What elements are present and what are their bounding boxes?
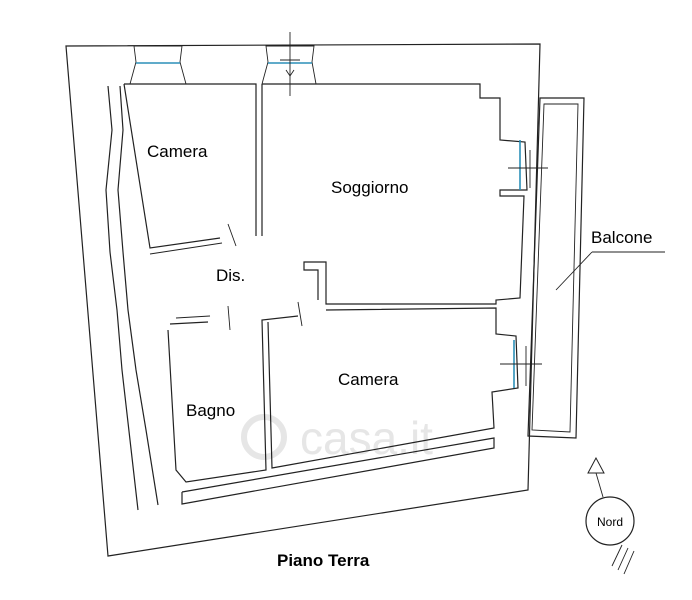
bagno-top-wall [169,321,209,325]
outer-wall [65,43,541,557]
camera-top-left-wall [123,83,221,249]
floor-title: Piano Terra [277,551,370,570]
bagno-walls [167,315,299,483]
camera-top-door [149,242,223,255]
balcone-inner [531,103,579,433]
soggiorno-walls [262,83,528,305]
balcone-outline [527,97,585,439]
bottom-corridor [181,437,495,505]
room-label-bagno: Bagno [186,401,235,420]
room-label-dis: Dis. [216,266,245,285]
room-label-camera-bottom: Camera [338,370,399,389]
bagno-door [175,315,211,319]
watermark-text: casa.it [300,412,433,464]
camera-top-walls [124,83,257,236]
balcone-label: Balcone [591,228,652,247]
watermark: casa.it [241,412,433,464]
top-right-window [261,32,317,96]
left-wall-outer-edge [117,85,159,506]
camera-bottom-walls [267,307,519,469]
camera-bottom-window [500,340,542,388]
room-label-soggiorno: Soggiorno [331,178,409,197]
top-left-window [129,45,187,85]
room-label-camera-top: Camera [147,142,208,161]
left-wall-inner-edge [105,85,139,511]
balcone-leader [555,251,593,291]
compass-label: Nord [597,515,623,529]
compass-icon: Nord [585,456,635,575]
